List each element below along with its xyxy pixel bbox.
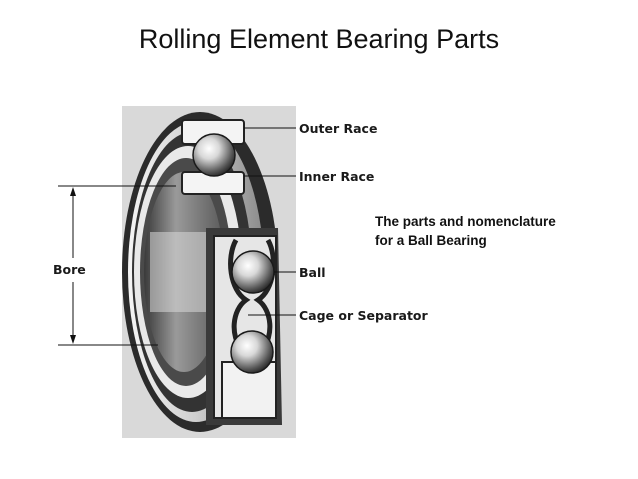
label-ball: Ball	[299, 265, 326, 280]
caption-line-2: for a Ball Bearing	[375, 233, 487, 248]
ball-top	[192, 133, 236, 177]
bore-arrow-down-icon	[70, 335, 76, 344]
label-bore: Bore	[53, 262, 86, 277]
diagram-caption: The parts and nomenclature for a Ball Be…	[375, 212, 556, 250]
ball-middle	[231, 250, 275, 294]
label-outer-race: Outer Race	[299, 121, 378, 136]
bore-arrow-up-icon	[70, 187, 76, 196]
label-inner-race: Inner Race	[299, 169, 375, 184]
label-cage: Cage or Separator	[299, 308, 428, 323]
ball-bottom	[230, 330, 274, 374]
slide-title: Rolling Element Bearing Parts	[138, 24, 500, 54]
cage-shape	[228, 238, 251, 352]
cage-edge	[253, 238, 276, 352]
caption-line-1: The parts and nomenclature	[375, 214, 556, 229]
bore-shape	[144, 172, 224, 372]
